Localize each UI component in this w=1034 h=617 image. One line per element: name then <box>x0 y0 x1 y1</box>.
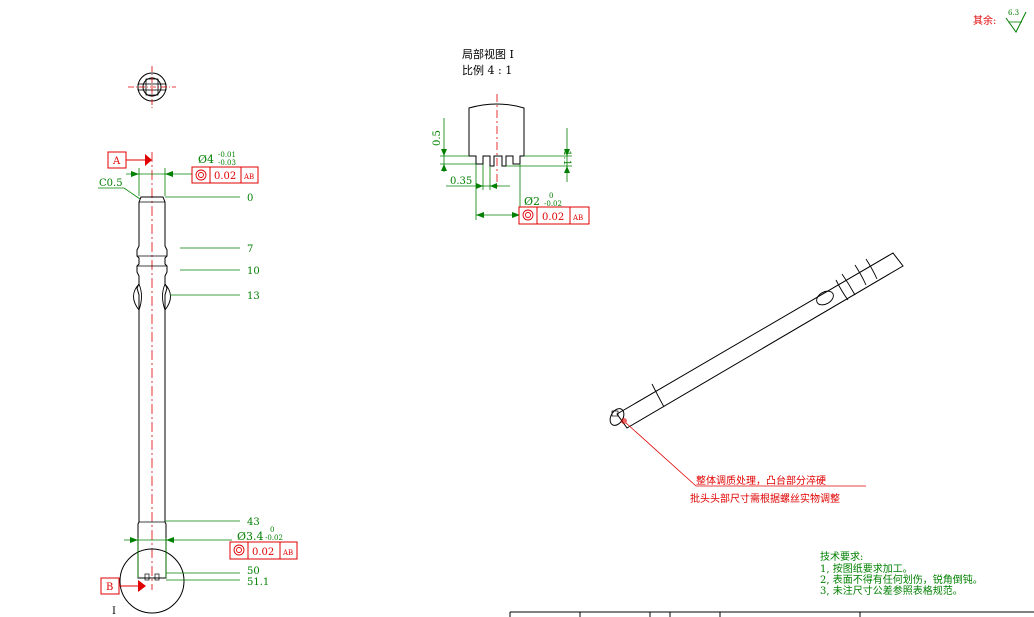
svg-text:0: 0 <box>270 526 274 534</box>
end-view <box>128 66 176 108</box>
detail-height: 0.5 <box>432 130 443 146</box>
chamfer-callout: C0.5 <box>98 178 141 200</box>
roughness-value: 6.3 <box>1008 9 1019 17</box>
svg-text:51.1: 51.1 <box>247 577 269 588</box>
svg-text:3, 未注尺寸公差参照表格规范。: 3, 未注尺寸公差参照表格规范。 <box>820 584 963 597</box>
tolerance-frame-2: 0.02 AB <box>229 541 298 560</box>
detail-view: 局部视图 I 比例 4 : 1 0.5 0.35 1.1 Ø2 0 <box>432 47 590 225</box>
technical-requirements: 技术要求: 1, 按图纸要求加工。 2, 表面不得有任何划伤，锐角倒钝。 3, … <box>820 550 983 597</box>
svg-text:13: 13 <box>247 291 260 302</box>
title-block-edge <box>509 611 1034 617</box>
datum-b: B <box>100 577 146 595</box>
svg-text:10: 10 <box>247 266 260 277</box>
station-dimensions: 0 7 10 13 43 50 51.1 <box>165 193 269 588</box>
svg-text:50: 50 <box>247 566 260 577</box>
detail-scale: 比例 4 : 1 <box>462 63 512 77</box>
note-line-1: 整体调质处理，凸台部分淬硬 <box>696 474 826 487</box>
svg-text:0.02: 0.02 <box>542 212 564 223</box>
svg-text:-0.02: -0.02 <box>265 534 283 542</box>
datum-a-label: A <box>112 156 121 167</box>
svg-text:AB: AB <box>572 214 583 222</box>
svg-text:43: 43 <box>247 517 260 528</box>
isometric-view: 整体调质处理，凸台部分淬硬 批头头部尺寸需根据螺丝实物调整 <box>609 252 904 505</box>
chamfer-label: C0.5 <box>99 178 123 189</box>
svg-text:AB: AB <box>282 549 293 557</box>
svg-text:AB: AB <box>243 173 254 181</box>
datum-b-label: B <box>106 582 113 593</box>
tolerance-frame-3: 0.02 AB <box>518 206 590 225</box>
detail-width: 0.35 <box>450 176 472 187</box>
svg-text:0.02: 0.02 <box>214 171 236 182</box>
svg-text:0.02: 0.02 <box>252 547 274 558</box>
svg-text:-0.01: -0.01 <box>218 151 236 159</box>
detail-slot: 1.1 <box>561 150 572 166</box>
datum-a: A <box>107 151 152 169</box>
svg-text:-0.03: -0.03 <box>218 159 236 167</box>
svg-text:0: 0 <box>549 192 553 200</box>
tolerance-frame-1: 0.02 AB <box>191 166 259 184</box>
svg-text:2, 表面不得有任何划伤，锐角倒钝。: 2, 表面不得有任何划伤，锐角倒钝。 <box>820 573 983 586</box>
svg-text:-0.02: -0.02 <box>544 200 562 208</box>
svg-text:7: 7 <box>247 244 253 255</box>
section-label: I <box>112 606 116 617</box>
note-line-2: 批头头部尺寸需根据螺丝实物调整 <box>690 492 840 505</box>
svg-text:0: 0 <box>247 193 253 204</box>
detail-title: 局部视图 I <box>462 47 514 61</box>
svg-text:1, 按图纸要求加工。: 1, 按图纸要求加工。 <box>820 562 913 575</box>
dia-top-dimension: Ø4 -0.01 -0.03 <box>126 151 236 196</box>
roughness-symbol: 其余: 6.3 <box>973 9 1027 33</box>
dia-top-label: Ø4 <box>198 153 214 166</box>
roughness-label: 其余: <box>973 14 996 27</box>
dia-bottom-label: Ø3.4 <box>237 530 264 543</box>
shaft-main-view <box>119 152 185 614</box>
dia-bottom-dimension: Ø3.4 0 -0.02 <box>124 526 283 578</box>
requirements-title: 技术要求: <box>820 550 863 563</box>
detail-dia: Ø2 <box>524 195 540 208</box>
